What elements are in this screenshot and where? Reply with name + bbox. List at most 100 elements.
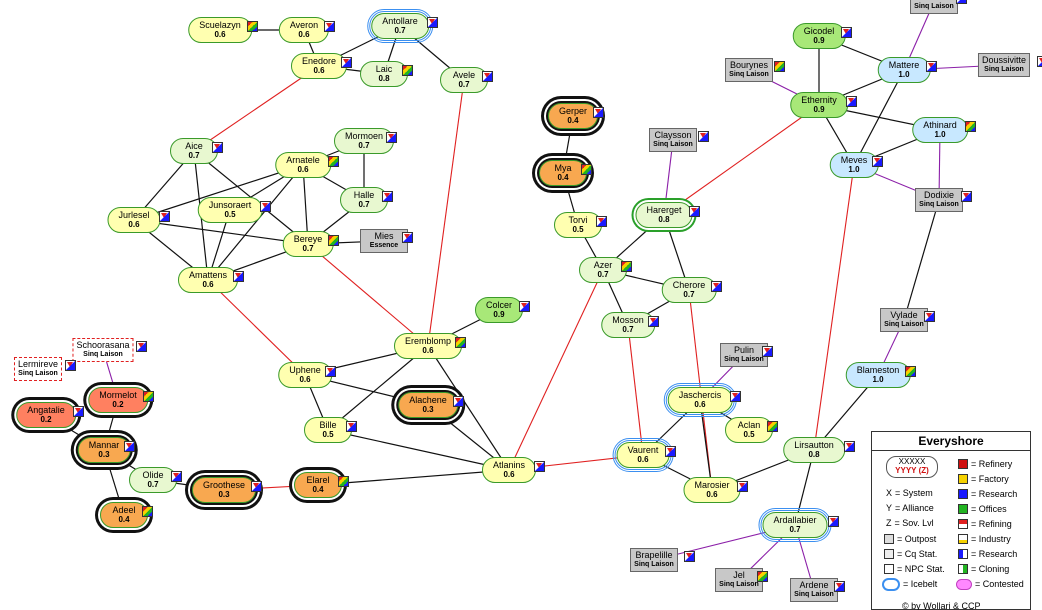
- system-security: Sinq Laison: [18, 370, 58, 377]
- station-services-icon: [647, 316, 659, 327]
- station-services-icon: [736, 481, 748, 492]
- system-name: Meves: [840, 155, 868, 165]
- legend-factory-text: = Factory: [971, 474, 1009, 484]
- station-services-icon: [773, 61, 785, 72]
- system-security: 0.6: [694, 400, 706, 409]
- system-security: 0.4: [312, 485, 324, 494]
- system-name: Brapelille: [635, 550, 673, 560]
- legend-demo-top: XXXXX: [898, 457, 926, 466]
- station-services-icon: [592, 107, 604, 118]
- station-services-icon: [142, 506, 153, 517]
- station-services-icon: [260, 201, 271, 212]
- station-services-icon: [341, 57, 353, 68]
- refinery-icon: [958, 459, 968, 469]
- legend-research2-row: = Research: [958, 548, 1017, 560]
- system-node-top_offscreen[interactable]: AlietteSinq Laison: [910, 0, 958, 14]
- system-security: 0.7: [147, 480, 159, 489]
- system-name: Mosson: [612, 315, 644, 325]
- station-services-icon: [212, 142, 223, 153]
- station-services-icon: [964, 121, 976, 132]
- cq-station-icon: [884, 549, 894, 559]
- station-services-icon: [232, 271, 244, 282]
- station-services-icon: [621, 261, 632, 272]
- station-services-icon: [533, 461, 545, 472]
- system-name: Blameston: [856, 365, 900, 375]
- system-security: 0.8: [378, 74, 390, 83]
- system-security: 0.7: [358, 141, 370, 150]
- system-security: 0.7: [188, 151, 200, 160]
- research-slot-icon: [958, 549, 968, 559]
- station-services-icon: [452, 396, 464, 407]
- station-services-icon: [923, 311, 935, 322]
- system-name: Atlanins: [492, 460, 526, 470]
- system-security: 1.0: [934, 130, 946, 139]
- npc-station-icon: [884, 564, 894, 574]
- research-icon: [958, 489, 968, 499]
- legend-ice-text: = Icebelt: [903, 579, 938, 589]
- legend-npc-row: = NPC Stat.: [884, 563, 945, 575]
- jump-link-eremblomp-bille: [327, 345, 429, 431]
- legend-x-key: X: [886, 488, 893, 498]
- legend-x-row: X= System: [886, 487, 933, 499]
- industry-icon: [958, 534, 968, 544]
